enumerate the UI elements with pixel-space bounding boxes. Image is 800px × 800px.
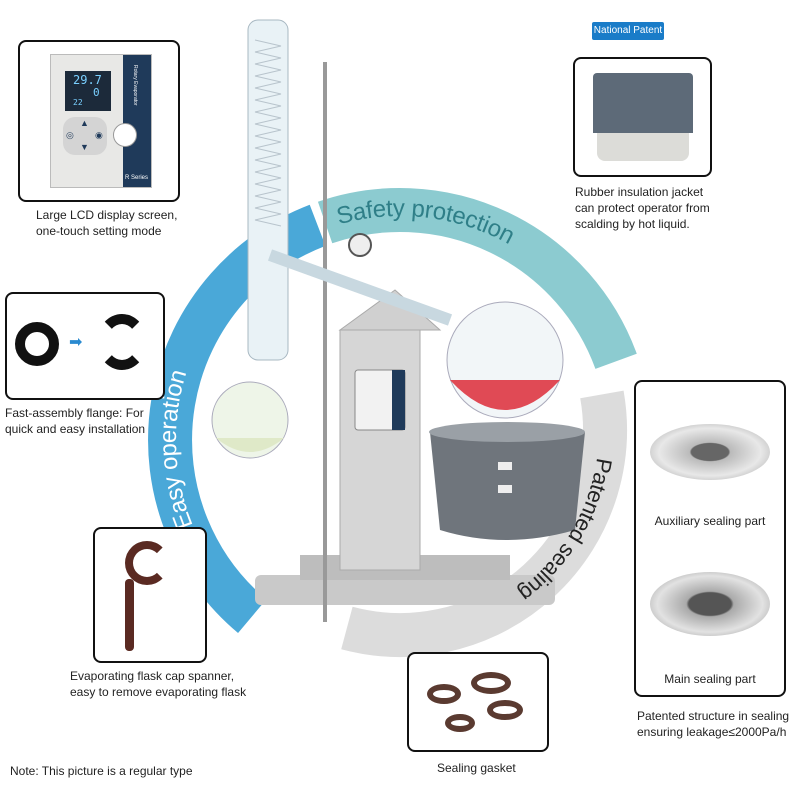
power-icon: ◉	[95, 130, 103, 140]
national-patent-badge: National Patent	[592, 22, 664, 40]
lcd-display-box: 29.7 0 22 Rotary Evaporator R Series ▲ ▼…	[18, 40, 180, 202]
gasket-box	[407, 652, 549, 752]
gasket-image	[487, 700, 523, 720]
jacket-caption: Rubber insulation jacket can protect ope…	[575, 184, 710, 232]
direction-keypad: ▲ ▼ ◎ ◉	[63, 117, 107, 155]
flange-closed-image	[15, 322, 59, 366]
spanner-caption: Evaporating flask cap spanner, easy to r…	[70, 668, 246, 700]
gasket-image	[427, 684, 461, 704]
down-arrow-icon: ▼	[80, 142, 89, 152]
panel-side-strip: Rotary Evaporator R Series	[123, 55, 151, 187]
auxiliary-seal-image	[650, 424, 770, 480]
footnote: Note: This picture is a regular type	[10, 764, 193, 778]
caption-line: easy to remove evaporating flask	[70, 685, 247, 699]
seals-caption: Patented structure in sealing ensuring l…	[637, 708, 789, 740]
caption-line: Evaporating flask cap spanner,	[70, 669, 235, 683]
main-seal-label: Main sealing part	[664, 672, 756, 686]
knob-button	[113, 123, 137, 147]
caption-line: scalding by hot liquid.	[575, 217, 690, 231]
lcd-reading-2: 0	[93, 86, 100, 99]
rotate-icon: ◎	[66, 130, 74, 140]
gasket-image	[471, 672, 511, 694]
spanner-handle-image	[125, 579, 134, 651]
caption-line: can protect operator from	[575, 201, 710, 215]
sealing-parts-box: Auxiliary sealing part Main sealing part	[634, 380, 786, 697]
spanner-head-image	[125, 541, 169, 585]
gasket-image	[445, 714, 475, 732]
main-seal-image	[650, 572, 770, 636]
lcd-reading-3: 22	[73, 98, 83, 107]
flange-caption: Fast-assembly flange: For quick and easy…	[5, 405, 145, 437]
caption-line: quick and easy installation	[5, 422, 146, 436]
arrow-right-icon: ➡	[69, 334, 83, 351]
gasket-caption: Sealing gasket	[437, 761, 516, 775]
lcd-caption: Large LCD display screen, one-touch sett…	[36, 207, 177, 239]
jacket-base	[597, 133, 689, 161]
insulation-jacket-box	[573, 57, 712, 177]
up-arrow-icon: ▲	[80, 118, 89, 128]
flange-box: ➡	[5, 292, 165, 400]
lcd-screen: 29.7 0 22	[65, 71, 111, 111]
caption-line: Rubber insulation jacket	[575, 185, 704, 199]
series-label: R Series	[125, 175, 149, 181]
jacket-image	[593, 73, 693, 133]
caption-line: Large LCD display screen,	[36, 208, 178, 222]
lcd-reading-main: 29.7	[73, 73, 102, 87]
safety-protection-arc	[317, 187, 637, 370]
caption-line: ensuring leakage≤2000Pa/h	[637, 725, 787, 739]
caption-line: Fast-assembly flange: For	[5, 406, 144, 420]
auxiliary-seal-label: Auxiliary sealing part	[654, 514, 766, 528]
control-panel: 29.7 0 22 Rotary Evaporator R Series ▲ ▼…	[50, 54, 152, 188]
panel-side-label: Rotary Evaporator	[132, 65, 138, 106]
flange-open-image	[97, 314, 147, 370]
caption-line: Patented structure in sealing	[637, 709, 790, 723]
rotary-evaporator-illustration	[211, 19, 585, 622]
caption-line: one-touch setting mode	[36, 224, 162, 238]
spanner-box	[93, 527, 207, 663]
